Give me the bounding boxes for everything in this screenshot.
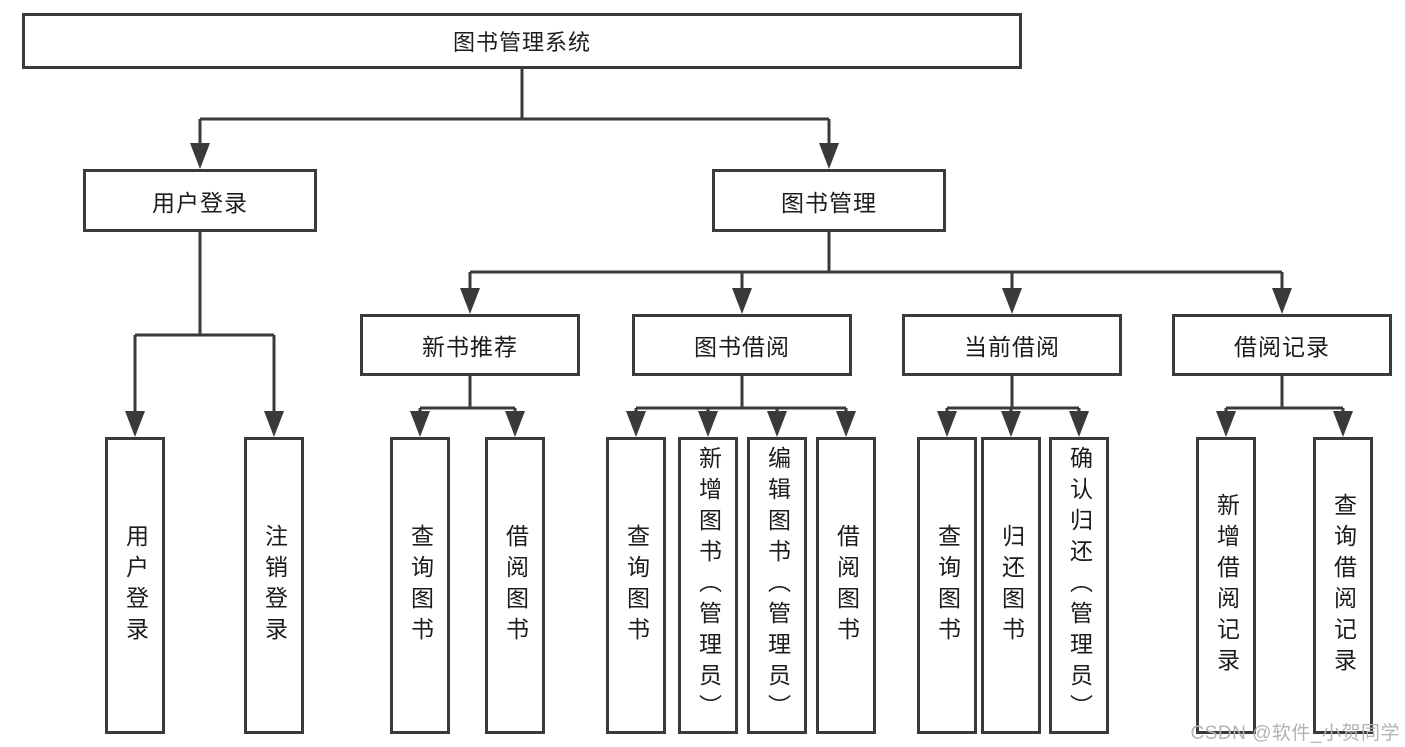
node-label: 新增图书（管理员） (695, 446, 722, 725)
leaf-borrowing-add-books-admin: 新增图书（管理员） (678, 437, 738, 734)
node-label: 查询图书 (934, 523, 961, 648)
leaf-current-confirm-return-admin: 确认归还（管理员） (1049, 437, 1109, 734)
node-label: 新书推荐 (422, 334, 518, 360)
node-new-book-recommend: 新书推荐 (360, 314, 580, 376)
node-label: 借阅图书 (502, 523, 529, 648)
node-book-borrowing: 图书借阅 (632, 314, 852, 376)
node-label: 图书管理 (781, 189, 877, 216)
csdn-watermark: CSDN @软件_小贺同学 (1190, 723, 1400, 744)
leaf-borrowing-borrow-books: 借阅图书 (816, 437, 876, 734)
node-library-management-system: 图书管理系统 (22, 13, 1022, 69)
leaf-borrowing-edit-books-admin: 编辑图书（管理员） (747, 437, 807, 734)
node-label: 借阅记录 (1234, 334, 1330, 360)
node-label: 查询图书 (407, 523, 434, 648)
leaf-current-return-books: 归还图书 (981, 437, 1041, 734)
node-label: 编辑图书（管理员） (764, 446, 791, 725)
node-label: 查询图书 (623, 523, 650, 648)
node-current-borrowing: 当前借阅 (902, 314, 1122, 376)
node-label: 借阅图书 (833, 523, 860, 648)
node-label: 确认归还（管理员） (1066, 446, 1093, 725)
node-label: 当前借阅 (964, 334, 1060, 360)
node-label: 图书借阅 (694, 334, 790, 360)
node-label: 查询借阅记录 (1330, 492, 1357, 679)
leaf-records-query-record: 查询借阅记录 (1313, 437, 1373, 734)
node-label: 用户登录 (152, 189, 248, 216)
node-label: 注销登录 (261, 523, 288, 648)
node-label: 用户登录 (122, 523, 149, 648)
node-book-management: 图书管理 (712, 169, 946, 232)
leaf-user-login: 用户登录 (105, 437, 165, 734)
leaf-logout: 注销登录 (244, 437, 304, 734)
node-user-login: 用户登录 (83, 169, 317, 232)
leaf-current-query-books: 查询图书 (917, 437, 977, 734)
leaf-borrowing-query-books: 查询图书 (606, 437, 666, 734)
node-borrowing-records: 借阅记录 (1172, 314, 1392, 376)
node-label: 归还图书 (998, 523, 1025, 648)
leaf-new-books-query-books: 查询图书 (390, 437, 450, 734)
leaf-new-books-borrow-books: 借阅图书 (485, 437, 545, 734)
node-label: 新增借阅记录 (1213, 492, 1240, 679)
leaf-records-add-record: 新增借阅记录 (1196, 437, 1256, 734)
node-label: 图书管理系统 (452, 30, 591, 55)
